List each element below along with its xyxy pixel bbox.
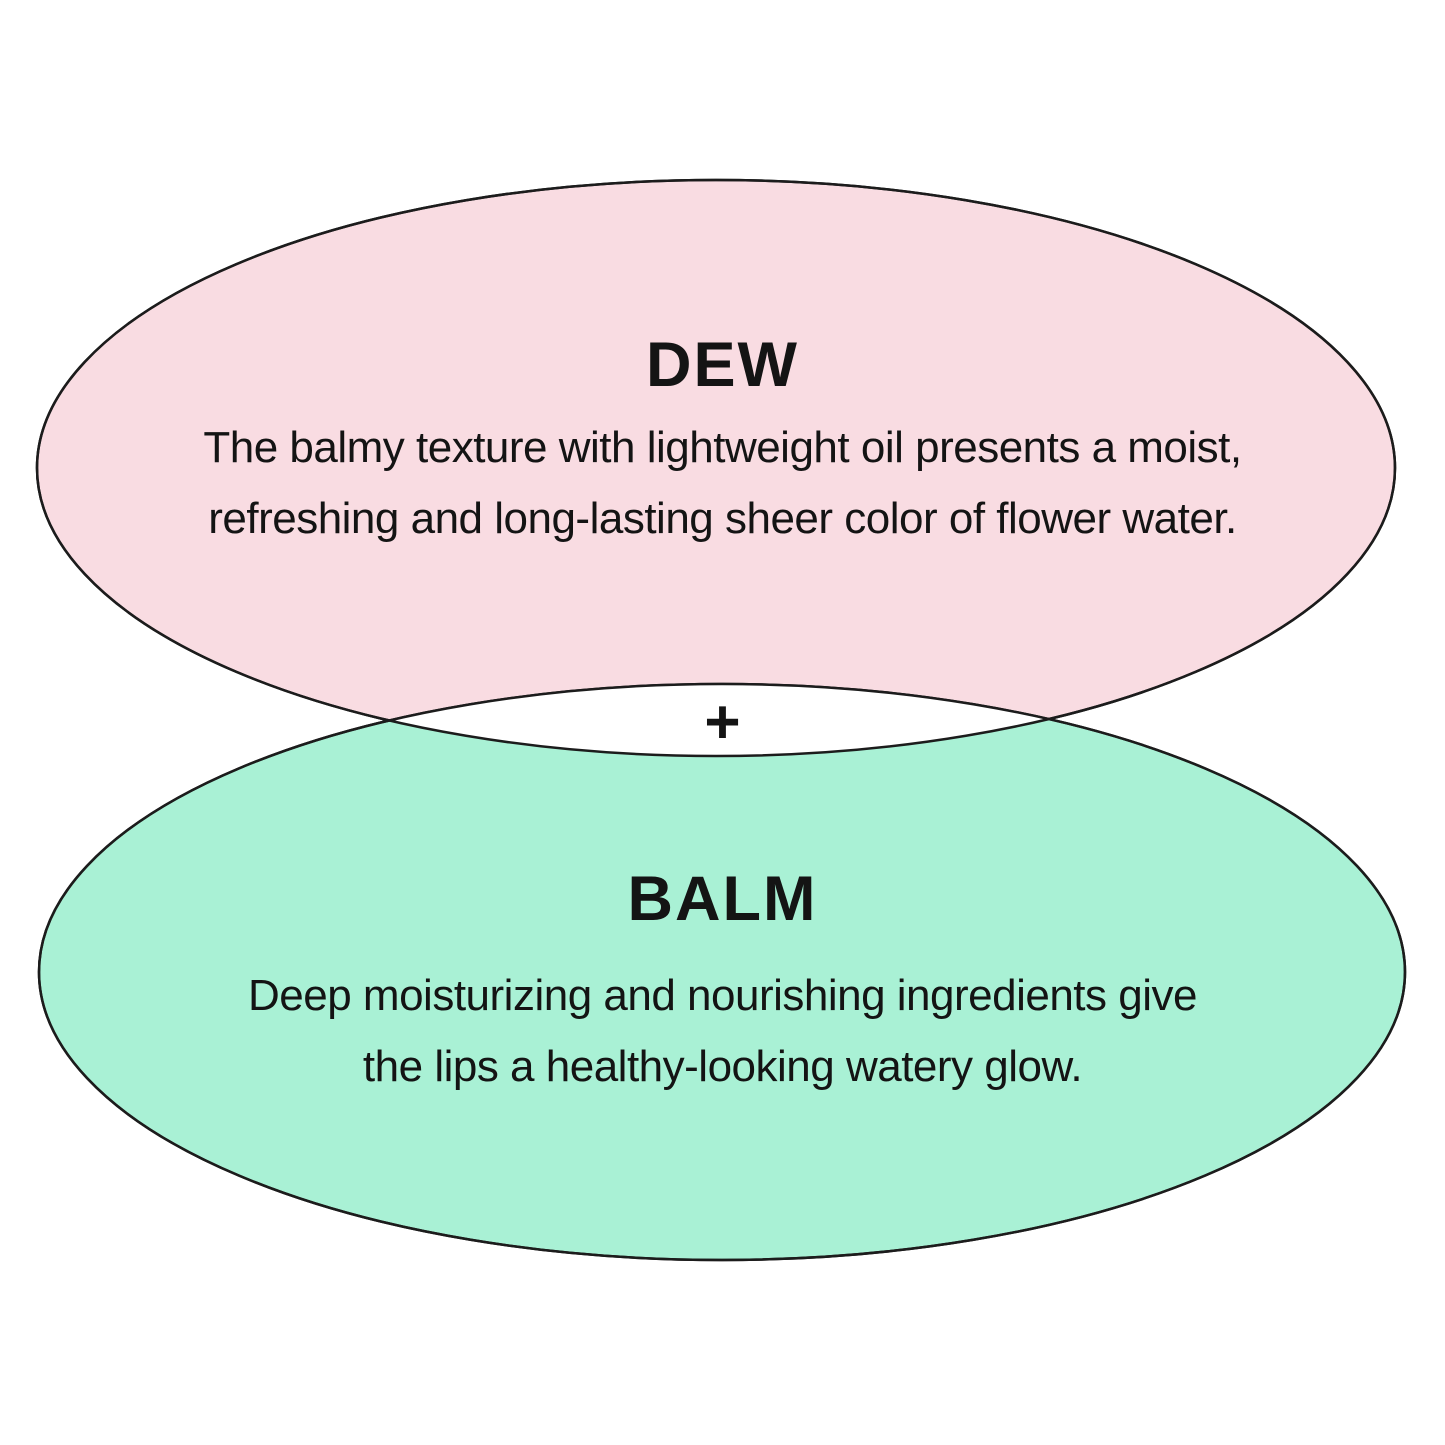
dew-description-line-1: The balmy texture with lightweight oil p… xyxy=(203,423,1242,472)
balm-description: Deep moisturizing and nourishing ingredi… xyxy=(0,960,1445,1102)
balm-ellipse-outline xyxy=(37,682,1407,1262)
balm-description-line-1: Deep moisturizing and nourishing ingredi… xyxy=(248,971,1197,1020)
plus-icon: + xyxy=(704,688,741,757)
dew-description-line-2: refreshing and long-lasting sheer color … xyxy=(208,494,1237,543)
balm-description-line-2: the lips a healthy-looking watery glow. xyxy=(362,1042,1083,1091)
balm-title: BALM xyxy=(627,864,818,934)
dew-ellipse-outline xyxy=(35,178,1397,758)
dew-title: DEW xyxy=(646,330,799,400)
dew-description: The balmy texture with lightweight oil p… xyxy=(0,412,1445,554)
